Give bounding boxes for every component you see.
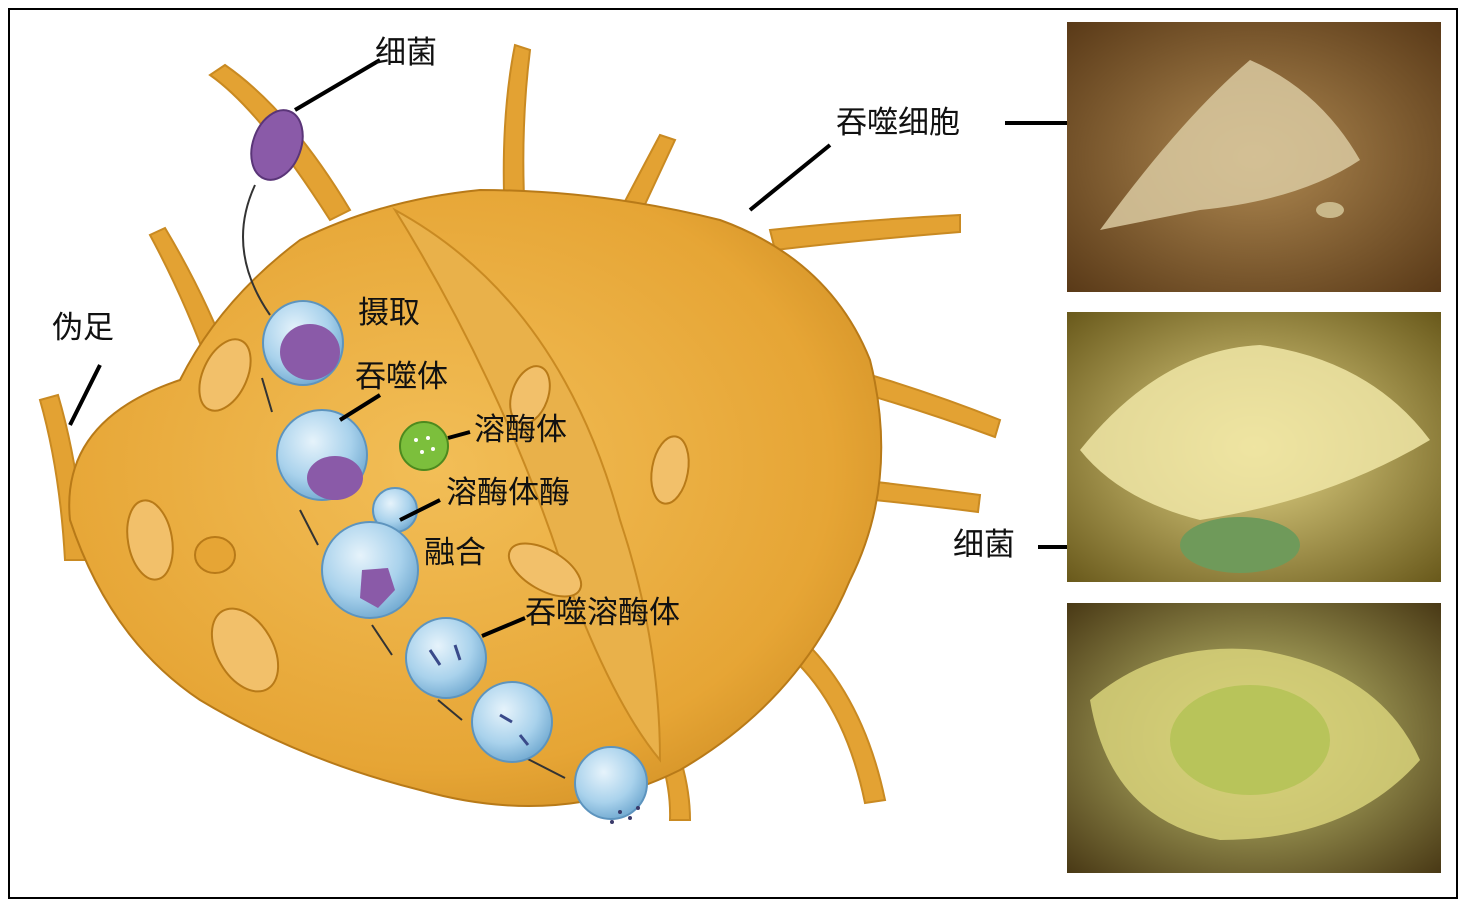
label-bacteria-photo: 细菌 <box>953 530 1015 561</box>
label-phagolysosome: 吞噬溶酶体 <box>525 598 680 629</box>
label-ingestion: 摄取 <box>358 298 420 329</box>
label-fusion: 融合 <box>424 538 486 569</box>
lysosome-vesicle <box>400 422 448 470</box>
micrograph-1 <box>1067 22 1441 292</box>
micrograph-3 <box>1067 603 1441 873</box>
phagolysosome-1 <box>406 618 486 698</box>
label-lysosomal-enzymes: 溶酶体酶 <box>446 478 570 509</box>
label-phagocyte: 吞噬细胞 <box>836 108 960 139</box>
label-pseudopod: 伪足 <box>52 313 114 344</box>
label-bacterium-top: 细菌 <box>375 38 437 69</box>
micrograph-2 <box>1067 312 1441 582</box>
label-phagosome: 吞噬体 <box>355 362 448 393</box>
label-lysosome: 溶酶体 <box>474 415 567 446</box>
